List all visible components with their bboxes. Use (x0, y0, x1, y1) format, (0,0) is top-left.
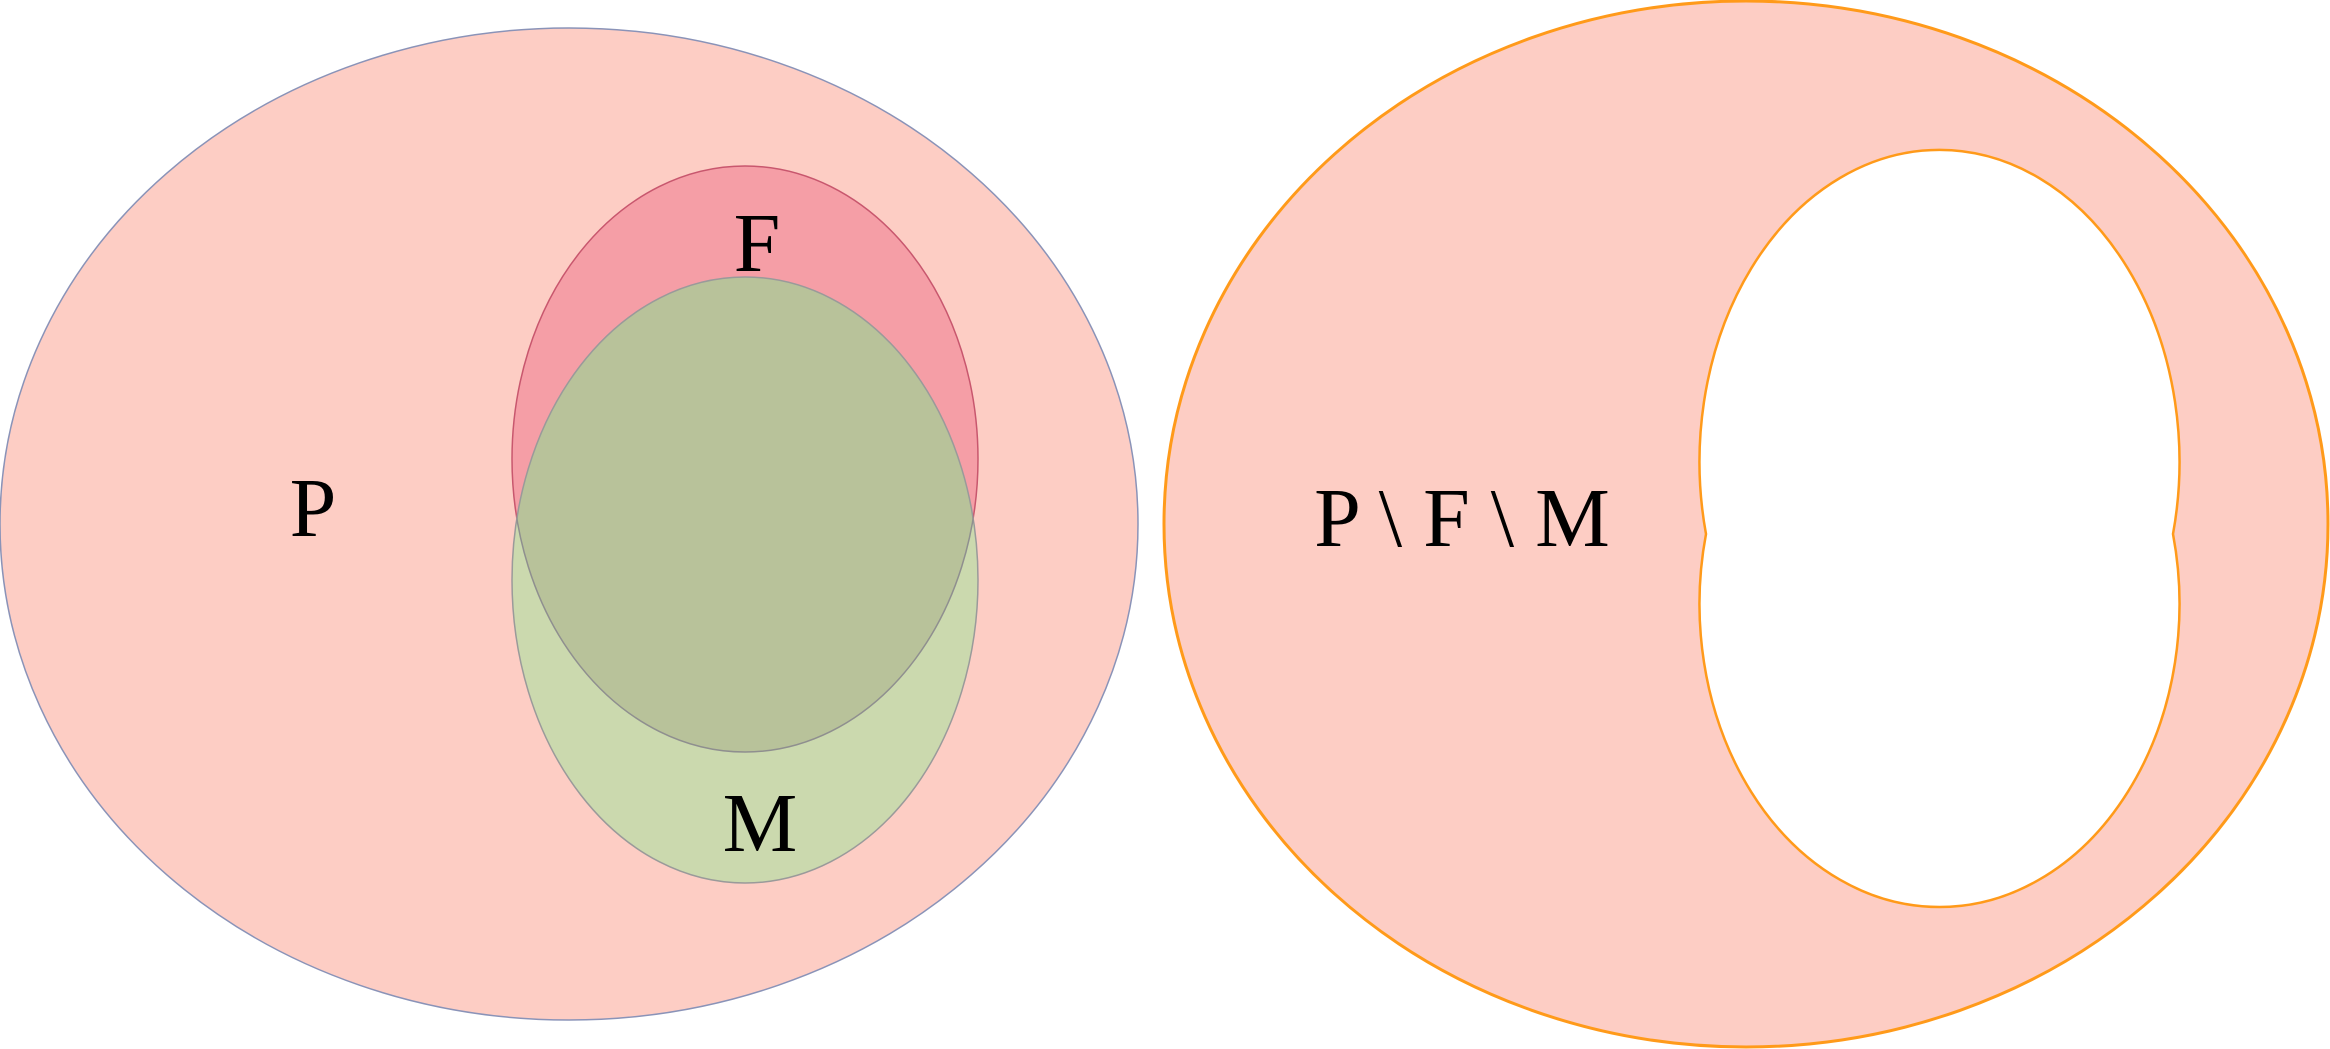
f-union-m-hole (1699, 149, 2180, 908)
set-p-ellipse-outline (0, 27, 1139, 1021)
f-m-intersection-outline (512, 277, 978, 753)
f-union-m-hole-outline (1698, 148, 2181, 909)
right-venn-diagram: P \ F \ M (1162, 0, 2330, 1049)
set-p-ellipse-right-outline (1162, 0, 2330, 1049)
set-p-label: P (290, 462, 337, 555)
difference-label: P \ F \ M (1314, 472, 1610, 565)
set-f-label: F (734, 197, 781, 290)
set-m-ellipse-outline (511, 276, 979, 884)
left-venn-diagram: P F M (0, 27, 1139, 1021)
set-m-label: M (723, 777, 798, 870)
